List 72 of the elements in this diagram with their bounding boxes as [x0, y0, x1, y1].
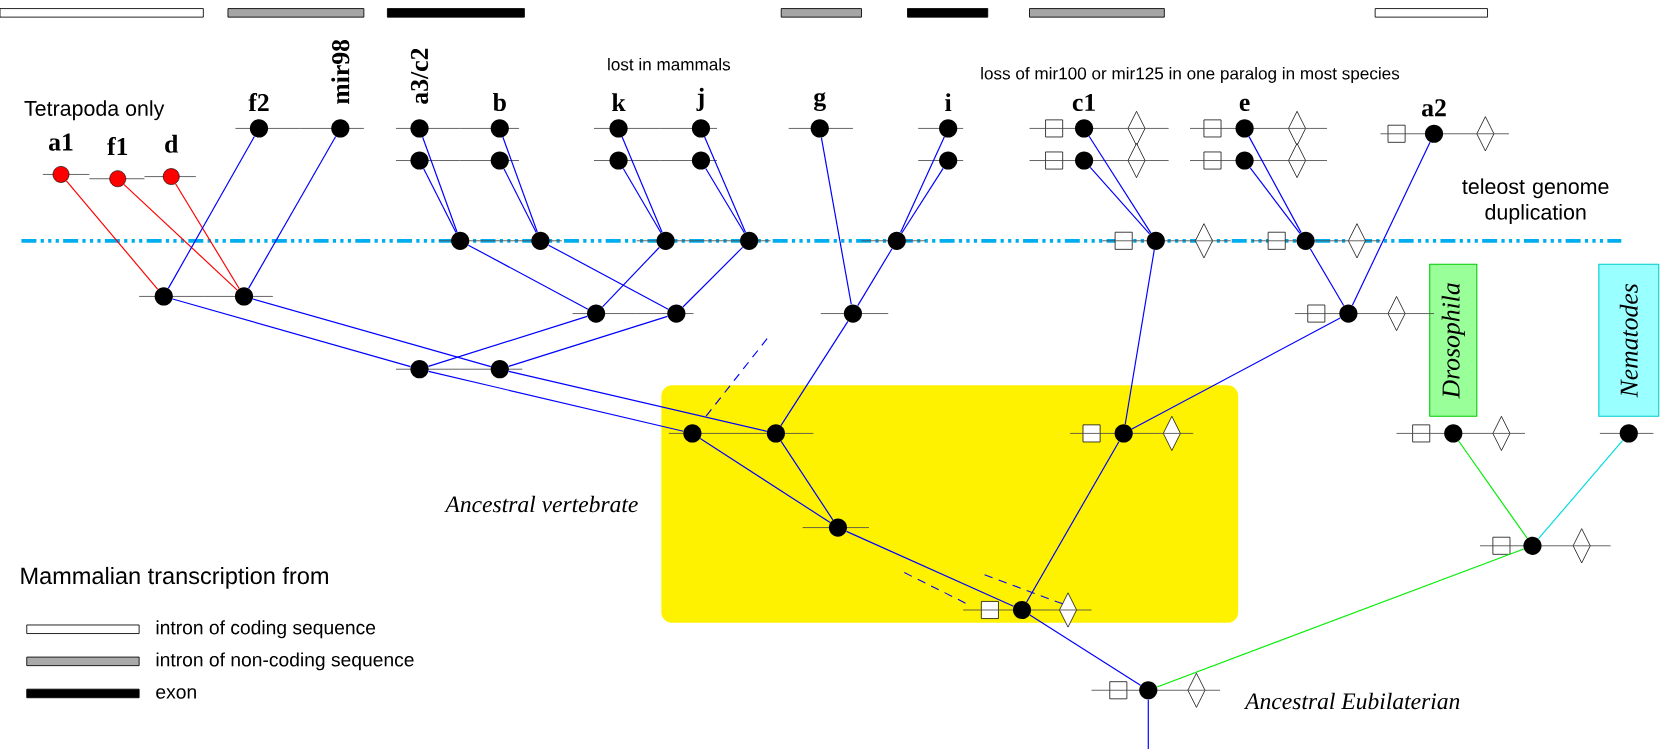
branch-line — [248, 135, 337, 289]
gene-label: k — [612, 93, 626, 111]
branch-line — [780, 440, 834, 521]
species-box: Nematodes — [1598, 263, 1660, 417]
branch-line — [1537, 439, 1624, 540]
gene-label: a3/c2 — [410, 48, 429, 104]
branch-line — [503, 168, 537, 233]
branch-line — [423, 168, 457, 233]
gene-label: b — [492, 92, 506, 111]
clade-label: Ancestral vertebrate — [444, 495, 638, 513]
branch-line — [1248, 135, 1302, 233]
branch-line — [1309, 248, 1345, 306]
legend-text: intron of coding sequence — [156, 620, 376, 638]
branch-line — [699, 437, 831, 523]
gene-label: d — [165, 134, 179, 153]
branch-line — [820, 136, 852, 305]
branch-line — [502, 136, 538, 233]
branch-line — [1147, 698, 1149, 750]
gene-label: i — [945, 93, 952, 111]
branch-line — [621, 136, 663, 233]
branch-line — [123, 183, 238, 291]
branch-line — [622, 167, 662, 234]
note-text: Tetrapoda only — [24, 100, 165, 120]
gene-label: a1 — [49, 133, 73, 151]
legend-text: exon — [156, 687, 196, 699]
branch-line — [705, 336, 769, 417]
gene-label: f2 — [248, 92, 269, 111]
branch-line — [1089, 166, 1151, 235]
branch-line — [167, 135, 255, 289]
gene-label: e — [1239, 98, 1250, 111]
branch-line — [467, 244, 589, 310]
branch-line — [1351, 141, 1431, 306]
note-text: lost in mammals — [608, 57, 731, 71]
branch-line — [175, 182, 240, 289]
branch-line — [1088, 135, 1152, 234]
gene-label: c1 — [1072, 93, 1095, 111]
branch-line — [1458, 440, 1528, 539]
branch-line — [508, 315, 669, 367]
branch-line — [428, 370, 684, 432]
branch-line — [1029, 614, 1141, 686]
branch-line — [901, 167, 944, 234]
note-text: loss of mir100 or mir125 in one paralog in most species — [981, 66, 1400, 83]
species-box: Drosophila — [1429, 263, 1478, 417]
branch-line — [857, 247, 893, 306]
gene-label: mir98 — [331, 39, 350, 104]
branch-line — [1249, 167, 1301, 234]
branch-line — [1026, 440, 1120, 603]
branch-line — [427, 315, 588, 367]
branch-line — [845, 530, 1015, 607]
branch-line — [548, 244, 669, 310]
branch-line — [172, 298, 412, 368]
branch-line — [252, 298, 492, 368]
legend-text: intron of non-coding sequence — [156, 652, 414, 671]
branch-line — [704, 136, 747, 233]
note-text: teleost genome duplication — [1462, 178, 1609, 224]
branch-line — [682, 246, 744, 308]
branch-line — [780, 320, 849, 426]
branch-line — [65, 180, 159, 290]
branch-line — [601, 246, 660, 308]
gene-label: a2 — [1422, 98, 1446, 117]
note-text: Mammalian transcription from — [21, 566, 328, 589]
clade-label: Ancestral Eubilaterian — [1243, 692, 1460, 710]
branch-line — [900, 136, 945, 233]
gene-label: j — [696, 87, 704, 111]
branch-line — [1124, 249, 1155, 425]
gene-label: g — [814, 92, 826, 111]
branch-line — [1131, 317, 1341, 430]
branch-line — [705, 167, 745, 234]
branch-line — [1156, 548, 1525, 688]
branch-line — [508, 370, 768, 432]
gene-label: f1 — [107, 136, 128, 155]
branch-line — [422, 136, 458, 233]
